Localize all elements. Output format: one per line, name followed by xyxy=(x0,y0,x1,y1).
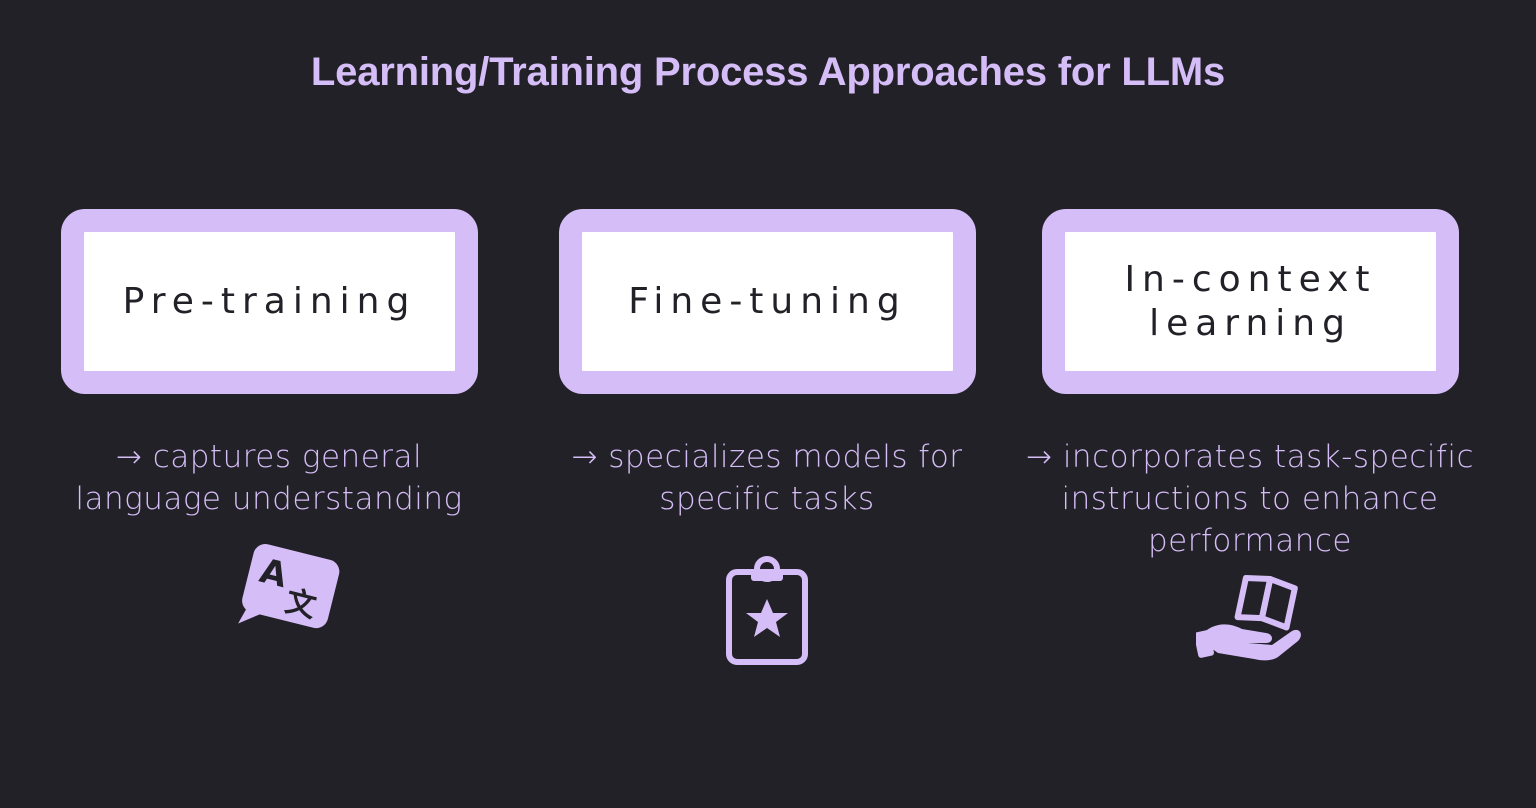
description-pre-training: → captures general language understandin… xyxy=(75,439,463,517)
card-label: Fine-tuning xyxy=(628,280,907,322)
hand-book-icon xyxy=(1196,573,1306,665)
page-title: Learning/Training Process Approaches for… xyxy=(310,50,1226,94)
clipboard-star-icon xyxy=(724,555,812,667)
card-label: In-context learning xyxy=(1124,258,1377,344)
card-label: Pre-training xyxy=(122,280,417,322)
description-in-context-learning: → incorporates task-specific instruction… xyxy=(1025,439,1475,559)
description-fine-tuning: → specializes models for specific tasks xyxy=(571,439,963,517)
card-pre-training: Pre-training xyxy=(61,209,478,394)
card-in-context-learning: In-context learning xyxy=(1042,209,1459,394)
translate-icon: A 文 xyxy=(234,543,346,641)
card-fine-tuning: Fine-tuning xyxy=(559,209,976,394)
